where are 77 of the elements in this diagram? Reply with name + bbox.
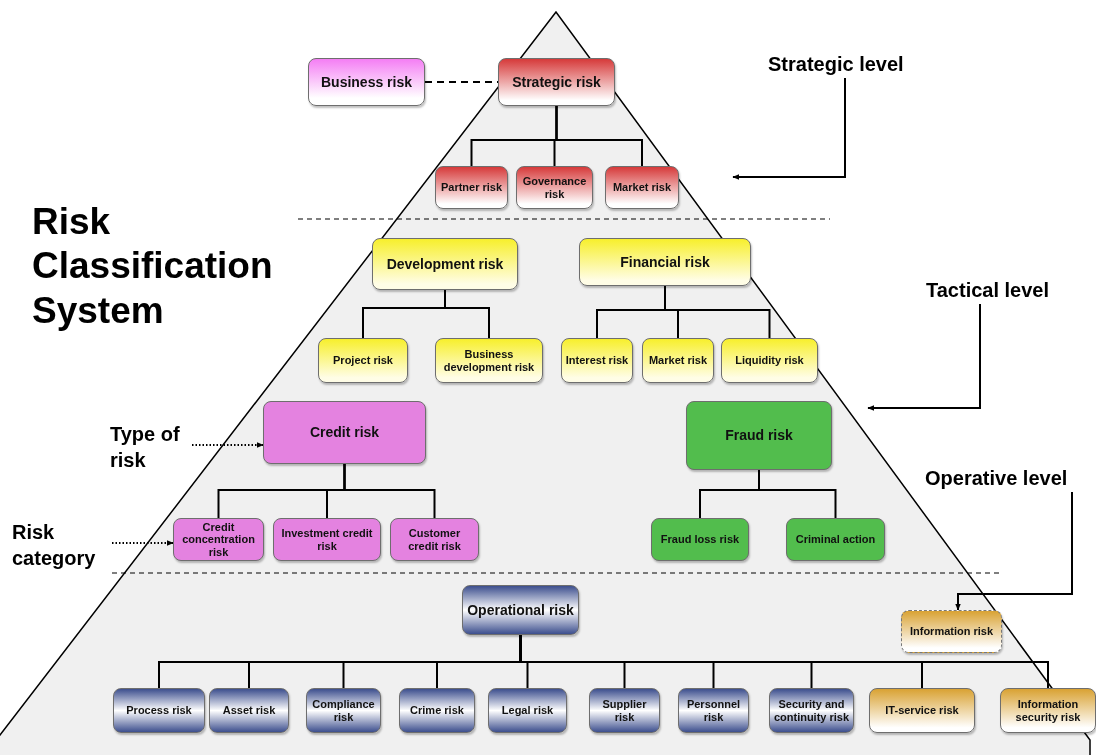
risk-box — [605, 166, 679, 209]
risk-box — [462, 585, 579, 635]
risk-label: Customer credit risk — [407, 526, 462, 553]
risk-label: Governance risk — [521, 174, 588, 201]
risk-box — [318, 338, 408, 383]
risk-box — [642, 338, 714, 383]
risk-label: Financial risk — [619, 253, 711, 271]
risk-box — [273, 518, 381, 561]
risk-label: Fraud risk — [724, 427, 794, 444]
connector-line — [664, 285, 771, 339]
annotation-label: Tactical level — [926, 276, 1066, 304]
risk-label: Development risk — [385, 255, 505, 273]
annotation-label: Operative level — [925, 464, 1087, 492]
risk-box — [399, 688, 475, 733]
arrow — [955, 491, 1073, 611]
risk-box — [561, 338, 633, 383]
risk-label: Information security risk — [1014, 697, 1082, 724]
risk-box — [173, 518, 264, 561]
risk-box — [686, 401, 832, 470]
risk-label: Fraud loss risk — [659, 533, 741, 546]
risk-label: Crime risk — [409, 704, 465, 717]
risk-box — [1000, 688, 1096, 733]
leader-line — [191, 442, 264, 448]
risk-box — [651, 518, 749, 561]
risk-box — [769, 688, 854, 733]
annotation-label: Type of risk — [110, 420, 192, 474]
risk-label: Business development risk — [442, 347, 536, 374]
risk-label: Compliance risk — [311, 697, 376, 724]
connector-line — [343, 463, 436, 519]
risk-label: Criminal action — [794, 533, 877, 546]
risk-label: Credit risk — [308, 424, 381, 441]
risk-box — [589, 688, 660, 733]
risk-label: Market risk — [647, 354, 709, 367]
risk-label: Asset risk — [221, 704, 277, 717]
risk-box — [308, 58, 425, 106]
risk-label: IT-service risk — [884, 704, 960, 717]
risk-label: Process risk — [125, 704, 193, 717]
connector-line — [444, 289, 490, 339]
risk-label: Business risk — [319, 73, 414, 91]
connector-line — [555, 105, 643, 167]
risk-box — [435, 338, 543, 383]
risk-label: Credit concentration risk — [181, 520, 256, 559]
risk-box — [901, 610, 1002, 653]
risk-label: Strategic risk — [511, 73, 602, 91]
risk-label: Liquidity risk — [734, 354, 805, 367]
risk-label: Security and continuity risk — [772, 697, 851, 724]
leader-line — [111, 540, 174, 546]
risk-label: Partner risk — [439, 181, 504, 194]
risk-box — [372, 238, 518, 290]
risk-label: Market risk — [611, 181, 673, 194]
risk-box — [721, 338, 818, 383]
diagram-title: Risk Classification System — [32, 200, 274, 333]
risk-box — [869, 688, 975, 733]
arrow — [732, 77, 846, 180]
risk-box — [498, 58, 615, 106]
risk-label: Information risk — [908, 625, 995, 638]
risk-box — [579, 238, 751, 286]
arrow — [867, 303, 981, 411]
risk-label: Supplier risk — [601, 697, 648, 724]
risk-box — [488, 688, 567, 733]
risk-box — [306, 688, 381, 733]
risk-label: Personnel risk — [685, 697, 742, 724]
risk-label: Project risk — [332, 354, 394, 367]
risk-label: Legal risk — [500, 704, 555, 717]
risk-box — [516, 166, 593, 209]
risk-label: Operational risk — [466, 601, 575, 619]
risk-label: Investment credit risk — [280, 526, 374, 553]
risk-box — [678, 688, 749, 733]
risk-label: Interest risk — [564, 354, 630, 367]
annotation-label: Strategic level — [768, 50, 928, 78]
risk-box — [435, 166, 508, 209]
risk-box — [263, 401, 426, 464]
risk-box — [390, 518, 479, 561]
risk-box — [113, 688, 205, 733]
risk-box — [209, 688, 289, 733]
risk-box — [786, 518, 885, 561]
annotation-label: Risk category — [12, 518, 112, 572]
